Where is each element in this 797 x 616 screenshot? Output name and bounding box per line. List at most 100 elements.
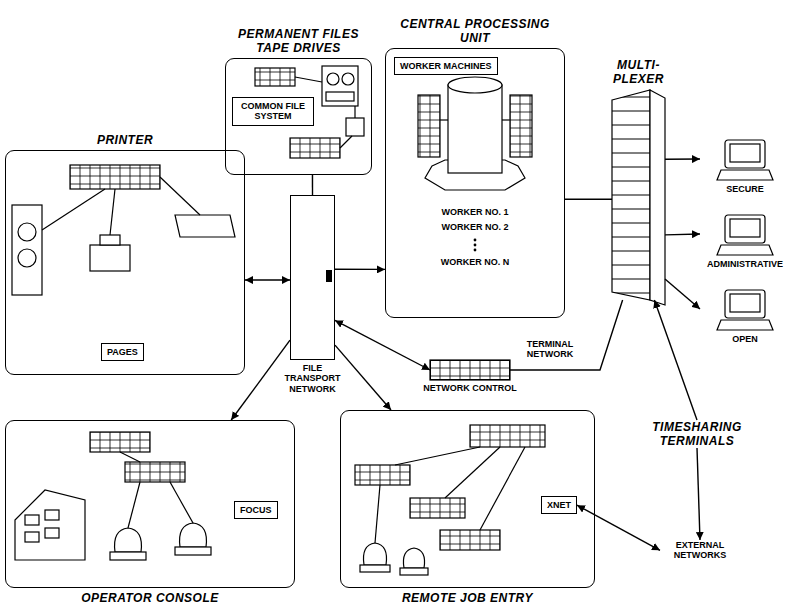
rje-illustration <box>445 447 500 498</box>
printer-illustration <box>12 165 235 295</box>
terminal-icon <box>725 215 765 243</box>
rje-illustration <box>440 530 500 550</box>
tape-drive-group <box>255 68 295 86</box>
console-illustration <box>15 432 211 560</box>
rje-illustration <box>375 485 380 543</box>
connector <box>697 448 700 540</box>
printer-illustration <box>100 235 120 245</box>
rje-illustration <box>470 425 545 447</box>
process-box: COMMON FILE SYSTEM <box>232 97 314 126</box>
cpu-illustration <box>440 119 448 120</box>
node-label: WORKER NO. 2 <box>386 222 564 232</box>
printer-illustration <box>42 189 105 230</box>
tape-drive-group <box>342 73 354 85</box>
connector <box>245 279 290 280</box>
console-illustration <box>45 528 59 538</box>
terminal-icon <box>730 144 760 162</box>
console-illustration <box>170 482 193 523</box>
multiplexer-shape <box>612 90 665 305</box>
terminal-icon <box>717 215 773 255</box>
terminal-icon <box>717 290 773 330</box>
network-box: NETWORK CONTROL <box>430 360 510 380</box>
tape-drive-group <box>290 138 340 158</box>
cpu-illustration <box>474 239 477 242</box>
node-label: NETWORK CONTROL <box>423 383 517 393</box>
node-label: FOCUS <box>240 505 272 515</box>
node-label: WORKER NO. N <box>386 257 564 267</box>
terminal: OPEN <box>700 288 790 348</box>
terminal-icon <box>725 290 765 318</box>
process-box: PAGES <box>101 343 144 361</box>
process-box: XNET <box>541 496 577 514</box>
printer-illustration <box>70 165 160 189</box>
connector <box>335 345 391 410</box>
rje-illustration <box>403 548 424 568</box>
connector <box>665 233 700 235</box>
cpu-illustration <box>474 249 477 252</box>
node-label: PAGES <box>107 347 138 357</box>
cpu-illustration <box>448 77 502 93</box>
edge-label: TERMINAL NETWORK <box>518 338 582 361</box>
tape-drive-group <box>326 92 354 101</box>
console-illustration <box>180 523 207 547</box>
printer-illustration <box>175 215 235 237</box>
connector <box>577 505 660 550</box>
node-label: OPEN <box>700 334 790 344</box>
connector <box>312 175 313 195</box>
cpu-illustration <box>448 85 502 173</box>
terminal-icon <box>717 170 773 180</box>
terminal-icon <box>717 320 773 330</box>
network-control-rack <box>430 360 510 380</box>
terminal-icon <box>725 140 765 168</box>
console-illustration <box>25 515 39 525</box>
connector <box>565 198 612 199</box>
rje-illustration <box>355 465 410 485</box>
rje-illustration <box>360 565 390 572</box>
panel-region: PERMANENT FILES TAPE DRIVESCOMMON FILE S… <box>225 58 372 175</box>
cpu-illustration <box>418 95 440 157</box>
panel-region: PRINTERPAGES <box>5 150 245 375</box>
node-label: COMMON FILE SYSTEM <box>238 101 308 122</box>
network-control-rack <box>430 360 510 380</box>
rje-illustration <box>355 425 545 575</box>
network-box: FILE TRANSPORT NETWORK <box>290 195 335 360</box>
console-illustration <box>125 462 185 482</box>
ftn-detail <box>326 270 332 282</box>
console-illustration <box>175 547 211 555</box>
text-node: EXTERNAL NETWORKS <box>660 540 740 561</box>
cpu-illustration <box>510 95 532 157</box>
heading: MULTI- PLEXER <box>609 58 669 86</box>
terminal-icon <box>717 140 773 180</box>
node-label: ADMINISTRATIVE <box>700 259 790 269</box>
terminal-icon <box>717 245 773 255</box>
tape-drive-group <box>295 77 322 82</box>
node-label: SECURE <box>700 184 790 194</box>
connector <box>665 279 700 309</box>
console-illustration <box>115 528 142 552</box>
heading: PERMANENT FILES TAPE DRIVES <box>229 27 369 55</box>
heading: PRINTER <box>65 133 185 147</box>
connector <box>510 300 623 370</box>
multiplexer-shape <box>612 90 650 300</box>
terminal: ADMINISTRATIVE <box>700 213 790 273</box>
cpu-illustration <box>502 119 510 120</box>
printer-illustration <box>18 249 36 267</box>
heading: CENTRAL PROCESSING UNIT <box>400 17 550 45</box>
printer-illustration <box>110 189 115 235</box>
multiplexer: MULTI- PLEXER <box>612 90 665 300</box>
console-illustration <box>45 510 59 520</box>
heading: REMOTE JOB ENTRY <box>402 591 533 605</box>
printer-illustration <box>160 177 200 215</box>
panel-region: REMOTE JOB ENTRYXNET <box>340 410 595 588</box>
rje-illustration <box>395 447 480 465</box>
cpu-illustration <box>474 244 477 247</box>
node-label: WORKER MACHINES <box>400 61 492 71</box>
rje-illustration <box>363 543 386 565</box>
console-illustration <box>25 532 39 542</box>
connector <box>335 269 385 271</box>
connector <box>654 300 697 420</box>
process-box: WORKER MACHINES <box>394 57 498 75</box>
terminal: SECURE <box>700 138 790 198</box>
